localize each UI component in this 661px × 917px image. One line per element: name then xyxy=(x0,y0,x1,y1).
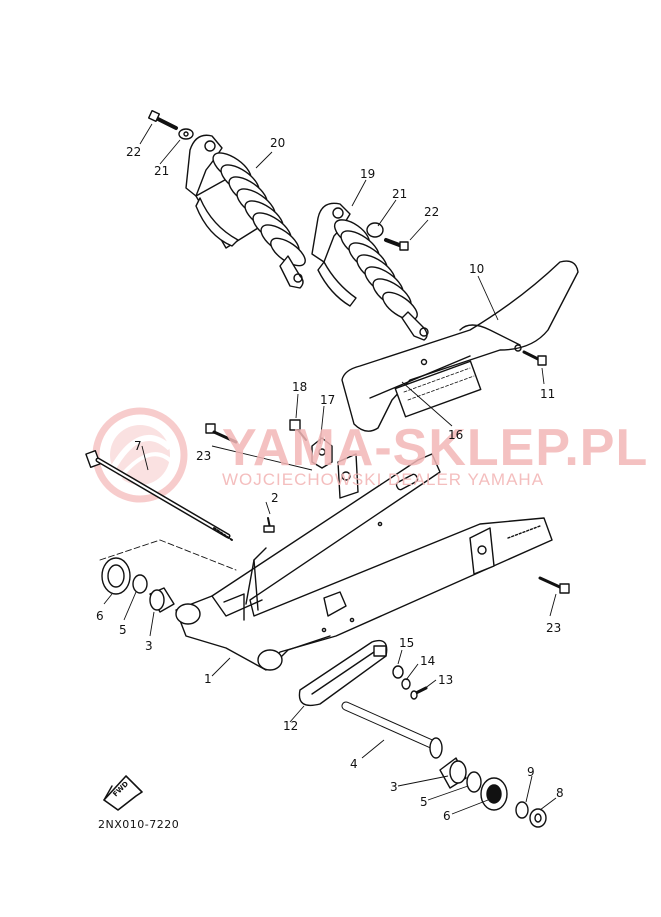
chain-case xyxy=(341,260,579,432)
washer-5-right xyxy=(466,771,482,793)
swingarm xyxy=(175,453,553,671)
nut-18 xyxy=(289,419,307,441)
callout-23-lower: 23 xyxy=(546,621,562,635)
washer-9 xyxy=(515,801,529,819)
bushing-3-right xyxy=(439,757,467,789)
bolt-23-upper xyxy=(205,423,238,444)
callout-9: 9 xyxy=(527,765,535,779)
watermark-logo xyxy=(92,407,188,503)
callout-23-upper: 23 xyxy=(196,449,212,463)
callout-3-right: 3 xyxy=(390,780,398,794)
callout-22-right: 22 xyxy=(424,205,440,219)
oil-seal-6-left xyxy=(101,557,131,595)
callout-14: 14 xyxy=(420,654,436,668)
callout-1: 1 xyxy=(204,672,212,686)
callout-15: 15 xyxy=(399,636,415,650)
collar-21-right xyxy=(366,222,384,238)
callout-3-left: 3 xyxy=(145,639,153,653)
bolt-23-lower xyxy=(538,576,570,594)
nut-8 xyxy=(529,808,547,828)
callout-13: 13 xyxy=(438,673,454,687)
grease-nipple-2 xyxy=(263,517,275,533)
rear-shock-left xyxy=(185,134,306,289)
callout-6-right: 6 xyxy=(443,809,451,823)
pivot-shaft-7 xyxy=(85,450,233,541)
callout-21-right: 21 xyxy=(392,187,408,201)
bolt-11 xyxy=(522,350,547,366)
callout-21-upper: 21 xyxy=(154,164,170,178)
callout-20: 20 xyxy=(270,136,286,150)
callout-19: 19 xyxy=(360,167,376,181)
callout-16: 16 xyxy=(448,428,464,442)
callout-5-left: 5 xyxy=(119,623,127,637)
pivot-bolt-4 xyxy=(341,701,443,759)
bushing-3-left xyxy=(149,587,175,613)
collar-15 xyxy=(392,665,404,679)
fwd-arrow-icon xyxy=(103,775,143,811)
guide-line xyxy=(99,539,237,571)
bolt-22-upper-left xyxy=(147,109,178,130)
callout-5-right: 5 xyxy=(420,795,428,809)
oil-seal-6-right xyxy=(480,777,508,811)
callout-4: 4 xyxy=(350,757,358,771)
rear-shock-right xyxy=(311,202,429,341)
callout-18: 18 xyxy=(292,380,308,394)
callout-22-upper: 22 xyxy=(126,145,142,159)
callout-11: 11 xyxy=(540,387,556,401)
callout-6-left: 6 xyxy=(96,609,104,623)
washer-5-left xyxy=(132,574,148,594)
washer-14 xyxy=(401,678,411,690)
chain-guide-12 xyxy=(298,639,388,707)
callout-2: 2 xyxy=(271,491,279,505)
callout-8: 8 xyxy=(556,786,564,800)
bolt-22-right xyxy=(384,238,409,251)
callout-7: 7 xyxy=(134,439,142,453)
callout-10: 10 xyxy=(469,262,485,276)
leader-lines xyxy=(103,123,557,815)
collar-21-upper-left xyxy=(178,128,194,140)
bracket-17 xyxy=(311,437,333,469)
callout-12: 12 xyxy=(283,719,299,733)
diagram-code: 2NX010-7220 xyxy=(98,818,180,831)
callout-17: 17 xyxy=(320,393,336,407)
